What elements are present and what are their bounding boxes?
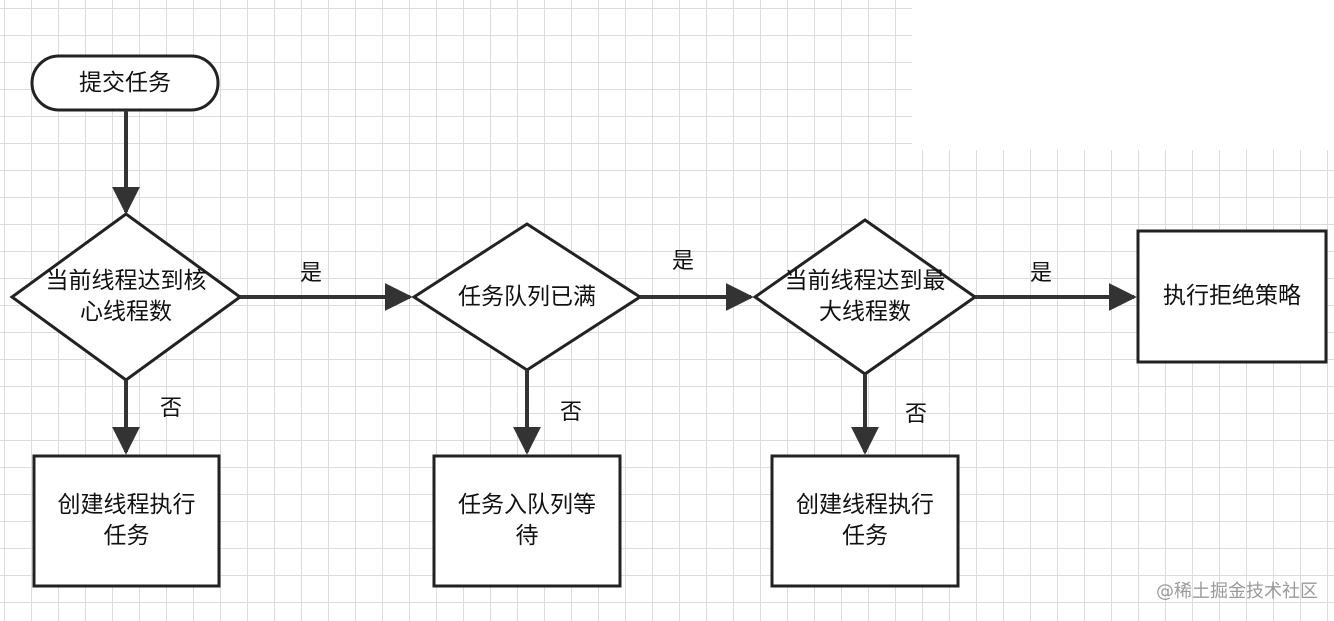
start-node-label: 提交任务	[79, 69, 171, 96]
create-core-box-shape	[32, 454, 221, 588]
create-core-box-label: 创建线程执行任务	[57, 492, 196, 549]
edge-label-yes-2: 是	[672, 249, 695, 274]
edge-label-yes-3: 是	[1030, 261, 1053, 286]
create-max-box-label: 创建线程执行任务	[796, 492, 934, 549]
create-max-box-shape	[770, 454, 960, 588]
core-check-label: 当前线程达到核心线程数	[45, 268, 207, 325]
edge-label-no-1: 否	[160, 396, 183, 421]
reject-box-label: 执行拒绝策略	[1163, 283, 1301, 309]
enqueue-box-shape	[432, 454, 622, 588]
queue-check-label: 任务队列已满	[458, 283, 596, 310]
reject-box-shape	[1136, 229, 1328, 364]
enqueue-box-label: 任务入队列等待	[458, 492, 596, 549]
max-check-label: 当前线程达到最大线程数	[784, 268, 946, 325]
watermark: @稀土掘金技术社区	[1156, 581, 1318, 602]
edge-label-no-2: 否	[560, 400, 583, 425]
background-patch	[912, 0, 1334, 150]
edge-label-no-3: 否	[905, 402, 928, 427]
edge-label-yes-1: 是	[300, 261, 323, 286]
